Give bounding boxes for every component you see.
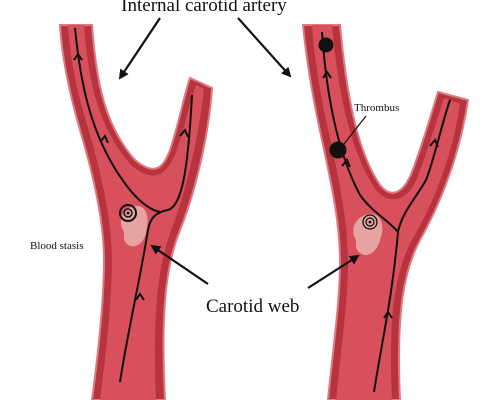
vortex-spiral-icon [362, 214, 378, 230]
thrombus-leader-line [343, 115, 367, 145]
blood-stasis-label: Blood stasis [30, 240, 83, 252]
flow-arrow-icon [341, 158, 351, 168]
flow-arrow-icon [135, 292, 145, 301]
vortex-spiral-icon [119, 204, 137, 222]
arrow-to-right-web [307, 254, 360, 289]
arrow-to-right-ica [237, 17, 292, 78]
flow-arrow-icon [383, 310, 393, 319]
thrombus-dot-icon [318, 37, 334, 53]
thrombus-label: Thrombus [354, 102, 399, 114]
pointer-arrows [118, 17, 360, 289]
left-flow-line-ica [74, 27, 161, 213]
carotid-web-label: Carotid web [206, 296, 299, 317]
right-vessel-lumen [312, 25, 460, 400]
flow-arrow-icon [322, 70, 332, 79]
left-web-tissue [120, 205, 148, 247]
thrombus-dot-icon [329, 141, 347, 159]
flow-arrow-icon [429, 138, 439, 148]
arrow-to-left-web [150, 244, 209, 285]
left-vessel [58, 24, 214, 400]
right-web-tissue [353, 213, 383, 255]
flow-arrow-icon [179, 128, 189, 138]
title-label: Internal carotid artery [121, 0, 287, 16]
flow-arrow-icon [73, 52, 83, 61]
arrow-to-left-ica [118, 17, 161, 80]
right-vessel [301, 24, 470, 400]
left-flow-line-main [119, 94, 193, 383]
flow-arrow-icon [99, 134, 109, 144]
